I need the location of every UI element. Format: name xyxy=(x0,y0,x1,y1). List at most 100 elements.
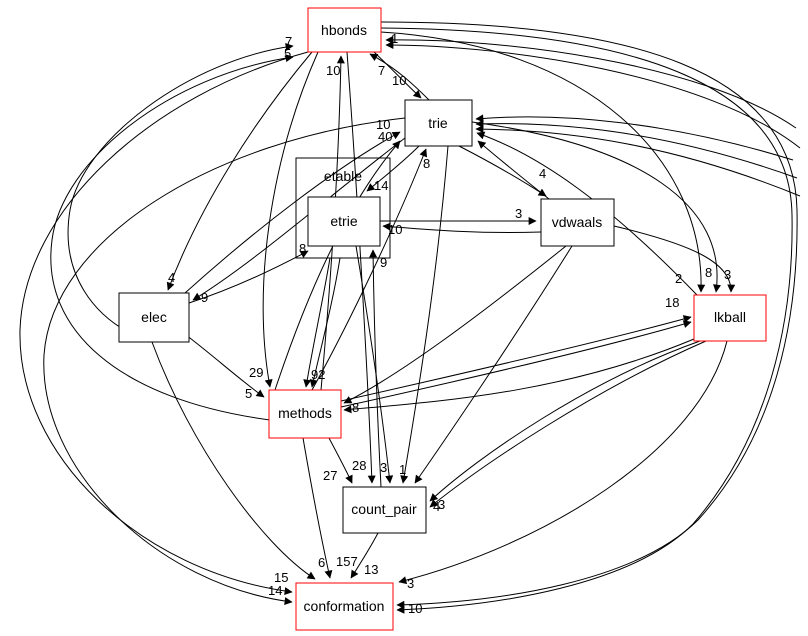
edge-label: 40 xyxy=(378,129,392,144)
edge-set xyxy=(19,21,801,614)
edge-label: 9 xyxy=(380,255,387,270)
edge-label: 3 xyxy=(407,576,414,591)
edge-label: 92 xyxy=(311,367,325,382)
node-etrie-label: etrie xyxy=(330,213,357,229)
edge-label: 10 xyxy=(326,63,340,78)
edge-right-hbonds-2 xyxy=(385,41,801,149)
edge-hbonds-conformation-left xyxy=(19,51,309,596)
edge-label: 5 xyxy=(284,46,291,61)
edge-methods-conformation xyxy=(302,437,333,579)
edge-vdwaals-methods xyxy=(343,245,567,404)
node-conformation-box[interactable] xyxy=(295,582,394,631)
node-conformation-label: conformation xyxy=(304,598,385,614)
edge-hbonds-conformation-right-2 xyxy=(380,27,793,614)
edge-label: 4 xyxy=(539,166,546,181)
edge-trie-lkball xyxy=(471,121,721,293)
edge-trie-hbonds xyxy=(369,53,430,101)
node-trie-box[interactable] xyxy=(404,99,473,147)
edge-vdwaals-countpair xyxy=(414,245,573,484)
edge-etrie-countpair xyxy=(355,245,394,484)
node-methods[interactable]: methods xyxy=(268,389,342,439)
edge-methods-countpair xyxy=(328,437,353,484)
edge-lkball-methods xyxy=(343,338,695,414)
node-methods-box[interactable] xyxy=(268,389,342,439)
edge-countpair-conformation xyxy=(350,532,379,579)
node-elec[interactable]: elec xyxy=(118,292,190,343)
node-elec-label: elec xyxy=(141,309,167,325)
edge-label: 14 xyxy=(268,583,282,598)
edge-label: 10 xyxy=(388,222,402,237)
edge-right-hbonds-1 xyxy=(385,35,797,129)
edge-label: 10 xyxy=(392,73,406,88)
edge-vdwaals-trie xyxy=(477,140,550,200)
edge-label: 7 xyxy=(378,63,385,78)
node-hbonds-box[interactable] xyxy=(307,7,382,53)
edge-label: 8 xyxy=(299,241,306,256)
edge-trie-vdwaals xyxy=(458,145,547,197)
node-count-pair-label: count_pair xyxy=(351,501,417,517)
node-hbonds[interactable]: hbonds xyxy=(307,7,382,53)
edge-label: 3 xyxy=(724,267,731,282)
edge-lkball-trie xyxy=(476,131,698,296)
cluster-etable-label: etable xyxy=(324,168,362,184)
edge-label: 9 xyxy=(201,290,208,305)
edge-hbonds-conformation-right-1 xyxy=(380,21,798,609)
edge-label: 10 xyxy=(408,601,422,616)
edge-elec-conformation xyxy=(151,341,316,580)
edge-trie-elec xyxy=(192,137,406,301)
edge-label: 15 xyxy=(274,570,288,585)
node-vdwaals-box[interactable] xyxy=(540,198,615,247)
node-count-pair[interactable]: count_pair xyxy=(342,486,427,534)
edge-label: 28 xyxy=(352,458,366,473)
edge-hbonds-trie xyxy=(373,51,422,99)
edge-methods-lkball-1 xyxy=(340,315,692,402)
edge-label: 29 xyxy=(249,365,263,380)
edge-left-hbonds xyxy=(50,54,294,421)
edge-label: 4 xyxy=(168,270,175,285)
node-lkball[interactable]: lkball xyxy=(693,294,767,342)
edge-vdwaals-etrie xyxy=(382,222,542,234)
edge-etrie-methods-2 xyxy=(309,257,341,388)
node-etrie-box[interactable] xyxy=(307,196,381,247)
edge-methods-trie-1 xyxy=(311,148,428,391)
node-conformation[interactable]: conformation xyxy=(295,582,394,631)
node-lkball-box[interactable] xyxy=(693,294,767,342)
edge-label: 8 xyxy=(705,265,712,280)
edge-label: 14 xyxy=(374,178,388,193)
edge-methods-trie-2 xyxy=(274,140,401,391)
edge-label: 13 xyxy=(364,562,378,577)
node-trie[interactable]: trie xyxy=(404,99,473,147)
edge-label: 5 xyxy=(245,386,252,401)
edge-lkball-countpair-1 xyxy=(429,340,701,502)
edge-etrie-methods-1 xyxy=(303,257,331,388)
edge-hbonds-elec xyxy=(166,51,313,291)
edge-label: 10 xyxy=(376,117,390,132)
edge-trie-countpair xyxy=(400,145,449,484)
edge-label: 1 xyxy=(399,462,406,477)
node-vdwaals-label: vdwaals xyxy=(552,214,603,230)
node-vdwaals[interactable]: vdwaals xyxy=(540,198,615,247)
edge-label: 8 xyxy=(352,400,359,415)
edge-right-trie-2 xyxy=(475,119,798,179)
edge-countpair-etrie xyxy=(369,249,382,488)
edge-right-trie-1 xyxy=(475,114,794,161)
edge-label: 157 xyxy=(336,554,358,569)
edge-label: 8 xyxy=(423,156,430,171)
edge-labels: 7 5 10 1 7 10 10 40 8 14 10 3 4 8 9 4 9 … xyxy=(168,31,731,616)
node-lkball-label: lkball xyxy=(714,309,746,325)
edge-hbonds-methods xyxy=(262,51,319,388)
node-count-pair-box[interactable] xyxy=(342,486,427,534)
edge-right-trie-3 xyxy=(475,125,801,197)
edge-lkball-conformation xyxy=(398,340,728,585)
edge-trie-conformation-left xyxy=(43,117,406,606)
edge-label: 6 xyxy=(318,555,325,570)
edge-vdwaals-lkball xyxy=(613,225,736,293)
node-trie-label: trie xyxy=(428,115,448,131)
edge-elec-etrie xyxy=(188,250,309,304)
edge-label: 1 xyxy=(391,31,398,46)
node-etrie[interactable]: etrie xyxy=(307,196,381,247)
node-elec-box[interactable] xyxy=(118,292,190,343)
edge-lkball-countpair-2 xyxy=(429,340,707,508)
